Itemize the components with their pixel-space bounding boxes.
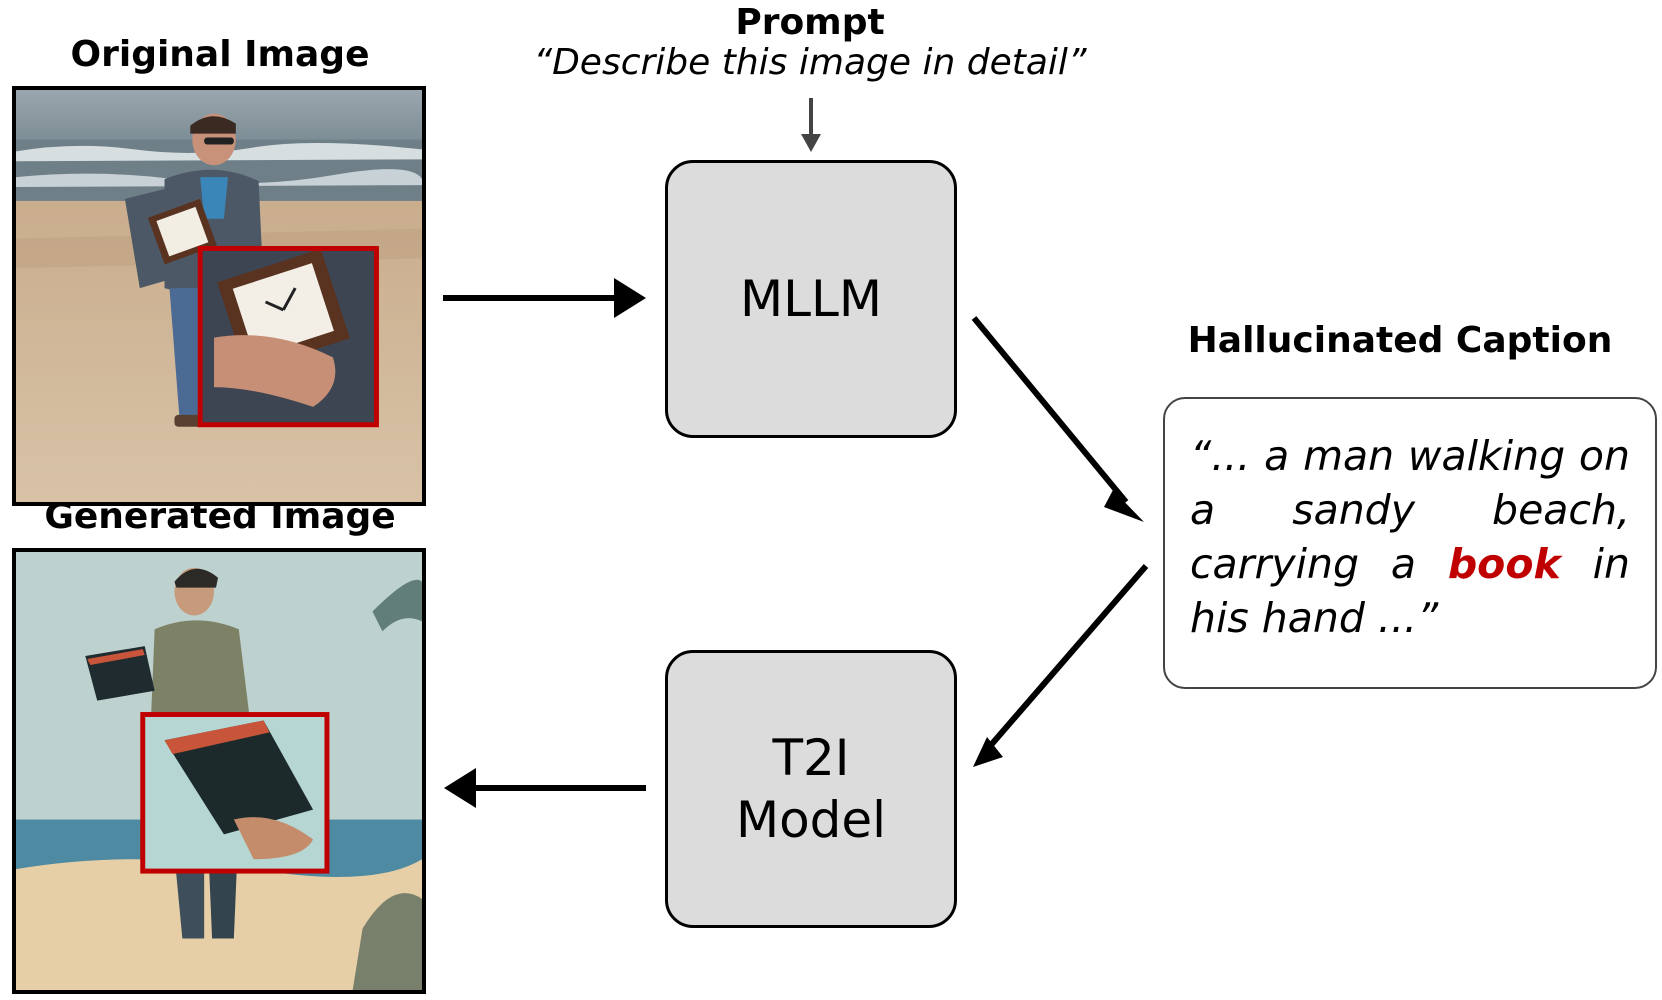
mllm-to-caption-arrow: [971, 316, 1144, 522]
prompt-to-mllm-arrow: [801, 98, 821, 152]
caption-text-after: in his hand ...”: [1190, 540, 1630, 642]
caption-text-before: “... a man walking on a sandy beach, car…: [1190, 432, 1630, 588]
original-image: [12, 86, 426, 506]
mllm-node: MLLM: [665, 160, 957, 438]
hallucinated-caption-title: Hallucinated Caption: [1187, 320, 1613, 361]
t2i-to-generated-arrow: [444, 768, 646, 808]
prompt-text: “Describe this image in detail”: [533, 42, 1087, 83]
image-to-mllm-arrow: [443, 278, 646, 318]
generated-image: [12, 548, 426, 994]
mllm-label: MLLM: [740, 270, 882, 328]
hallucinated-caption-text: “... a man walking on a sandy beach, car…: [1190, 429, 1630, 645]
t2i-model-node: T2I Model: [665, 650, 957, 928]
t2i-label-line1: T2I: [772, 729, 850, 787]
caption-to-t2i-arrow: [973, 564, 1149, 767]
hallucinated-caption-box: “... a man walking on a sandy beach, car…: [1163, 397, 1657, 689]
prompt-title: Prompt: [735, 2, 885, 43]
original-image-title: Original Image: [70, 34, 370, 75]
t2i-label-line2: Model: [735, 791, 887, 849]
hallucinated-word: book: [1447, 540, 1561, 588]
